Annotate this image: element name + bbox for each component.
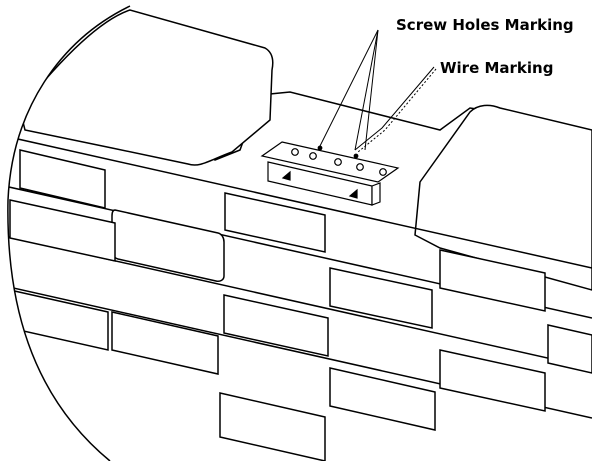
brick [439,249,546,312]
wire-hole [353,153,359,159]
view-boundary [7,5,131,461]
arrow-mark [348,188,358,199]
brick [9,199,116,262]
brick [547,324,592,374]
brick [439,349,546,412]
screw-holes-label: Screw Holes Marking [396,16,574,34]
screw-hole [291,148,299,156]
leader-line-screw [317,29,379,151]
arrow-mark [281,170,291,181]
screw-hole [356,163,364,171]
brick [223,294,329,357]
leader-line-screw [364,29,379,151]
course-line [7,134,592,269]
brick [219,392,326,461]
leader-line-wire [354,66,435,151]
wire-marking-label: Wire Marking [440,59,553,77]
brick [19,149,106,209]
brick [111,311,219,375]
magnetic-lock [260,141,400,206]
screw-hole [309,152,317,160]
brick [329,367,436,431]
leader-lines [317,29,437,153]
leader-line-screw [354,29,379,151]
top-left-block [19,9,274,166]
brick [329,267,433,329]
brick [224,192,326,253]
lock-body-end [371,182,381,206]
screw-hole [379,168,387,176]
brick-wall [7,9,592,461]
brick [111,209,225,282]
screw-hole [334,158,342,166]
